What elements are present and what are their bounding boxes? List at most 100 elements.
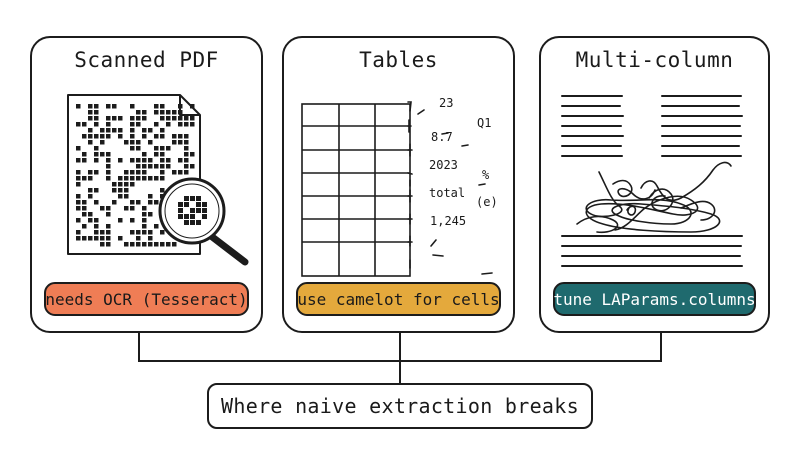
scan-noise-pixel [178, 170, 183, 175]
scan-noise-pixel [88, 116, 93, 121]
scan-noise-pixel [118, 176, 123, 181]
scan-noise-pixel [136, 140, 141, 145]
scan-noise-pixel [136, 236, 141, 241]
scan-noise-pixel [106, 206, 111, 211]
scan-noise-pixel [76, 218, 81, 223]
scan-noise-pixel [106, 116, 111, 121]
magnified-pixel [184, 202, 189, 207]
scan-noise-pixel [124, 188, 129, 193]
scan-noise-pixel [100, 236, 105, 241]
scan-noise-pixel [148, 230, 153, 235]
scan-noise-pixel [94, 134, 99, 139]
scan-noise-pixel [130, 170, 135, 175]
scan-noise-pixel [142, 152, 147, 157]
scan-noise-pixel [106, 242, 111, 247]
scan-noise-pixel [148, 176, 153, 181]
panel-multi-column: Multi-column [539, 36, 770, 333]
scan-noise-pixel [94, 104, 99, 109]
panel-title: Multi-column [575, 48, 734, 72]
scan-noise-pixel [118, 134, 123, 139]
scan-noise-pixel [106, 152, 111, 157]
scan-noise-pixel [130, 158, 135, 163]
scan-noise-pixel [136, 200, 141, 205]
scan-noise-pixel [166, 116, 171, 121]
table-value: 23 [439, 96, 453, 110]
scan-noise-pixel [136, 230, 141, 235]
scan-noise-pixel [154, 176, 159, 181]
scan-noise-pixel [160, 170, 165, 175]
scan-noise-pixel [88, 212, 93, 217]
scan-noise-pixel [178, 140, 183, 145]
scan-noise-pixel [136, 176, 141, 181]
scan-noise-pixel [160, 176, 165, 181]
scan-noise-pixel [154, 242, 159, 247]
scan-noise-pixel [94, 122, 99, 127]
panel-tables: Tables [282, 36, 515, 333]
scan-noise-pixel [130, 122, 135, 127]
scan-noise-pixel [136, 110, 141, 115]
scan-noise-pixel [106, 104, 111, 109]
scan-noise-pixel [88, 170, 93, 175]
scan-noise-pixel [130, 134, 135, 139]
scan-noise-pixel [142, 158, 147, 163]
scan-noise-pixel [190, 164, 195, 169]
scan-noise-pixel [112, 188, 117, 193]
scan-noise-pixel [76, 200, 81, 205]
scan-noise-pixel [94, 158, 99, 163]
scan-noise-pixel [160, 134, 165, 139]
scan-noise-pixel [130, 146, 135, 151]
scan-noise-pixel [160, 104, 165, 109]
scan-noise-pixel [100, 230, 105, 235]
scan-noise-pixel [100, 206, 105, 211]
scan-noise-pixel [76, 194, 81, 199]
scan-noise-pixel [154, 122, 159, 127]
scan-noise-pixel [166, 146, 171, 151]
scan-noise-pixel [190, 152, 195, 157]
scan-noise-pixel [160, 158, 165, 163]
scan-noise-pixel [142, 116, 147, 121]
scan-noise-pixel [184, 134, 189, 139]
scan-noise-pixel [100, 134, 105, 139]
scan-noise-pixel [154, 104, 159, 109]
scan-noise-pixel [166, 122, 171, 127]
scan-noise-pixel [142, 128, 147, 133]
magnified-pixel [178, 202, 183, 207]
magnified-pixel [202, 202, 207, 207]
scan-noise-pixel [124, 194, 129, 199]
magnified-pixel [196, 196, 201, 201]
scan-noise-pixel [94, 116, 99, 121]
scan-noise-pixel [190, 122, 195, 127]
table-illustration: 23 8.7 2023 total 1,245 Q1 % (e) [301, 96, 498, 277]
magnified-pixel [190, 220, 195, 225]
scan-noise-pixel [94, 146, 99, 151]
scan-noise-pixel [178, 116, 183, 121]
scan-noise-pixel [166, 110, 171, 115]
scan-noise-pixel [184, 170, 189, 175]
scan-noise-pixel [100, 152, 105, 157]
table-value: 2023 [429, 158, 458, 172]
magnified-pixel [196, 220, 201, 225]
scan-noise-pixel [106, 212, 111, 217]
scan-noise-pixel [82, 212, 87, 217]
scan-noise-pixel [124, 206, 129, 211]
scan-noise-pixel [136, 170, 141, 175]
scan-noise-pixel [76, 182, 81, 187]
magnified-pixel [184, 214, 189, 219]
scan-noise-pixel [106, 122, 111, 127]
scan-noise-pixel [148, 158, 153, 163]
scan-noise-pixel [178, 122, 183, 127]
scan-noise-pixel [184, 146, 189, 151]
scan-noise-pixel [154, 134, 159, 139]
scan-noise-pixel [82, 206, 87, 211]
scan-noise-pixel [130, 104, 135, 109]
scan-noise-pixel [148, 212, 153, 217]
scan-noise-pixel [118, 188, 123, 193]
scan-noise-pixel [148, 140, 153, 145]
magnified-pixel [202, 208, 207, 213]
scan-noise-pixel [166, 158, 171, 163]
scan-noise-pixel [166, 242, 171, 247]
table-value: 1,245 [430, 214, 466, 228]
scan-noise-pixel [106, 230, 111, 235]
scan-noise-pixel [184, 140, 189, 145]
scan-noise-pixel [178, 110, 183, 115]
